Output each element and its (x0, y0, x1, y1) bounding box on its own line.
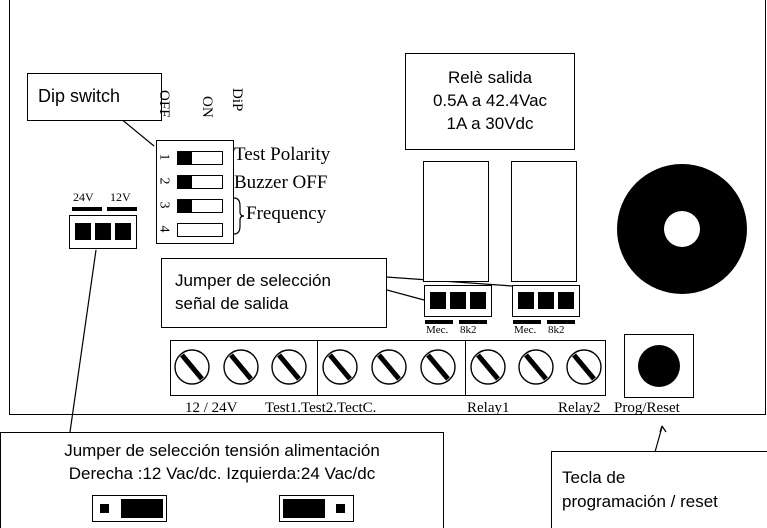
power-jumper-bar-12v (107, 207, 137, 211)
relay-callout-line3: 1A a 30Vdc (446, 114, 534, 133)
screw-icon (518, 349, 554, 385)
dip-row-3[interactable]: 3 (157, 197, 233, 215)
signal-jumper-2[interactable] (512, 285, 580, 317)
dip-slider-1[interactable] (177, 151, 223, 165)
dip-header-dip: DiP (229, 88, 245, 112)
signal-jumper-2-bar-mec (513, 320, 541, 324)
screw-icon (223, 349, 259, 385)
relay-2 (511, 161, 577, 282)
signal-jumper-1[interactable] (424, 285, 492, 317)
dip-row-2[interactable]: 2 (157, 173, 233, 191)
jumper-voltage-line1: Jumper de selección tensión alimentación (64, 441, 380, 460)
terminal-label-power: 12 / 24V (185, 400, 238, 416)
dip-switch-callout: Dip switch (27, 73, 162, 121)
dip-slider-3[interactable] (177, 199, 223, 213)
dip-slider-4[interactable] (177, 223, 223, 237)
dip-header-off: OFF (156, 90, 172, 118)
signal-jumper-1-bar-mec (425, 320, 453, 324)
jumper-signal-callout: Jumper de selección señal de salida (161, 258, 387, 328)
dip-label-frequency: Frequency (246, 203, 327, 224)
jumper-right-position-icon (92, 495, 167, 522)
screw-icon (470, 349, 506, 385)
screw-icon (174, 349, 210, 385)
terminal-screws (174, 349, 602, 385)
buzzer-icon (617, 164, 747, 294)
signal-jumper-1-bar-8k2 (459, 320, 487, 324)
prog-reset-button-icon[interactable] (638, 345, 680, 387)
board-outline (9, 0, 766, 415)
signal-jumper-1-8k2: 8k2 (460, 324, 477, 336)
prog-reset-key[interactable] (624, 334, 694, 398)
jumper-signal-line1: Jumper de selección (175, 271, 331, 290)
dip-row-1[interactable]: 1 (157, 149, 233, 167)
jumper-left-position-icon (279, 495, 354, 522)
terminal-label-prog: Prog/Reset (614, 400, 680, 416)
relay-1 (423, 161, 489, 282)
screw-icon (271, 349, 307, 385)
dip-header-on: ON (199, 96, 215, 118)
dip-switch-label: Dip switch (38, 86, 121, 106)
key-callout-line1: Tecla de (562, 468, 626, 487)
dip-number-3: 3 (156, 201, 172, 209)
screw-icon (566, 349, 602, 385)
power-jumper-bar-24v (72, 207, 102, 211)
screw-icon (322, 349, 358, 385)
dip-number-1: 1 (156, 153, 172, 161)
dip-label-buzzer: Buzzer OFF (234, 172, 328, 193)
dip-row-4[interactable]: 4 (157, 221, 233, 239)
signal-jumper-1-mec: Mec. (426, 324, 449, 336)
jumper-voltage-callout: Jumper de selección tensión alimentación… (0, 432, 444, 528)
power-jumper-label-24v: 24V (73, 190, 94, 204)
jumper-voltage-line2: Derecha :12 Vac/dc. Izquierda:24 Vac/dc (68, 464, 376, 483)
power-jumper[interactable] (69, 215, 137, 249)
relay-callout: Relè salida 0.5A a 42.4Vac 1A a 30Vdc (405, 53, 575, 150)
power-jumper-label-12v: 12V (110, 190, 131, 204)
signal-jumper-2-8k2: 8k2 (548, 324, 565, 336)
signal-jumper-2-mec: Mec. (514, 324, 537, 336)
dip-number-4: 4 (156, 225, 172, 233)
terminal-label-tests: Test1.Test2.TectC. (265, 400, 377, 416)
screw-icon (420, 349, 456, 385)
terminal-label-relay1: Relay1 (467, 400, 510, 416)
key-callout: Tecla de programación / reset (551, 451, 767, 528)
dip-switch: 1 2 3 4 (156, 140, 234, 244)
key-callout-line2: programación / reset (562, 492, 718, 511)
frequency-brace (233, 197, 245, 235)
screw-icon (371, 349, 407, 385)
relay-callout-line2: 0.5A a 42.4Vac (432, 91, 548, 110)
jumper-signal-line2: señal de salida (175, 294, 289, 313)
dip-number-2: 2 (156, 177, 172, 185)
signal-jumper-2-bar-8k2 (547, 320, 575, 324)
relay-callout-line1: Relè salida (447, 68, 533, 87)
terminal-label-relay2: Relay2 (558, 400, 601, 416)
dip-slider-2[interactable] (177, 175, 223, 189)
dip-label-test-polarity: Test Polarity (234, 144, 331, 165)
